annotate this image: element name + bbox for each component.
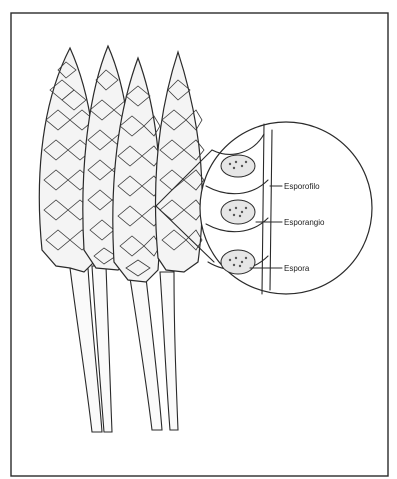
- stalk-3: [130, 278, 162, 430]
- magnified-detail: Esporofilo Esporangio Espora: [200, 122, 372, 294]
- cone-right: [155, 52, 204, 272]
- label-esporofilo: Esporofilo: [284, 182, 320, 191]
- label-esporangio: Esporangio: [284, 218, 325, 227]
- label-espora: Espora: [284, 264, 310, 273]
- sporangium-3: [221, 250, 255, 274]
- sporangium-1: [221, 155, 255, 177]
- stalk-4: [160, 272, 178, 430]
- stalks: [70, 266, 178, 432]
- sporangium-2: [221, 200, 255, 224]
